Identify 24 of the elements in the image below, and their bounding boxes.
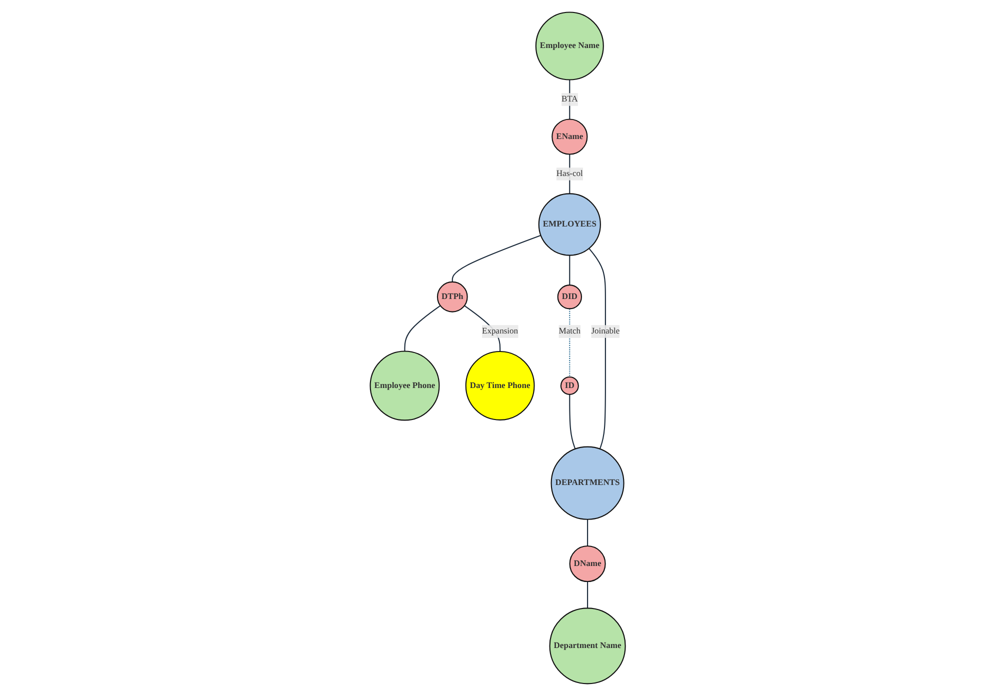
connector — [587, 519, 588, 546]
node-circle: EName — [552, 118, 588, 155]
edge-label: Has-col — [556, 169, 584, 178]
connector — [569, 255, 570, 286]
node-circle: DName — [569, 545, 606, 582]
edge-label: Match — [558, 326, 581, 336]
node-circle: DID — [558, 284, 582, 310]
connector — [588, 248, 606, 450]
node-circle: ID — [560, 376, 580, 395]
node-circle: Department Name — [549, 608, 626, 684]
node-circle: EMPLOYEES — [538, 193, 602, 256]
node-circle: DTPh — [437, 281, 468, 312]
edge-label: BTA — [562, 94, 578, 104]
connector — [404, 305, 441, 352]
connector — [569, 394, 576, 450]
node-circle: Employee Phone — [370, 350, 440, 421]
connector — [452, 234, 542, 282]
connector — [587, 582, 588, 608]
node-circle: Day Time Phone — [466, 351, 535, 420]
edge-label: Expansion — [482, 326, 518, 336]
connector — [569, 308, 570, 377]
edge-label: Joinable — [591, 326, 620, 336]
node-circle: DEPARTMENTS — [550, 446, 625, 520]
node-circle: Employee Name — [536, 12, 604, 80]
